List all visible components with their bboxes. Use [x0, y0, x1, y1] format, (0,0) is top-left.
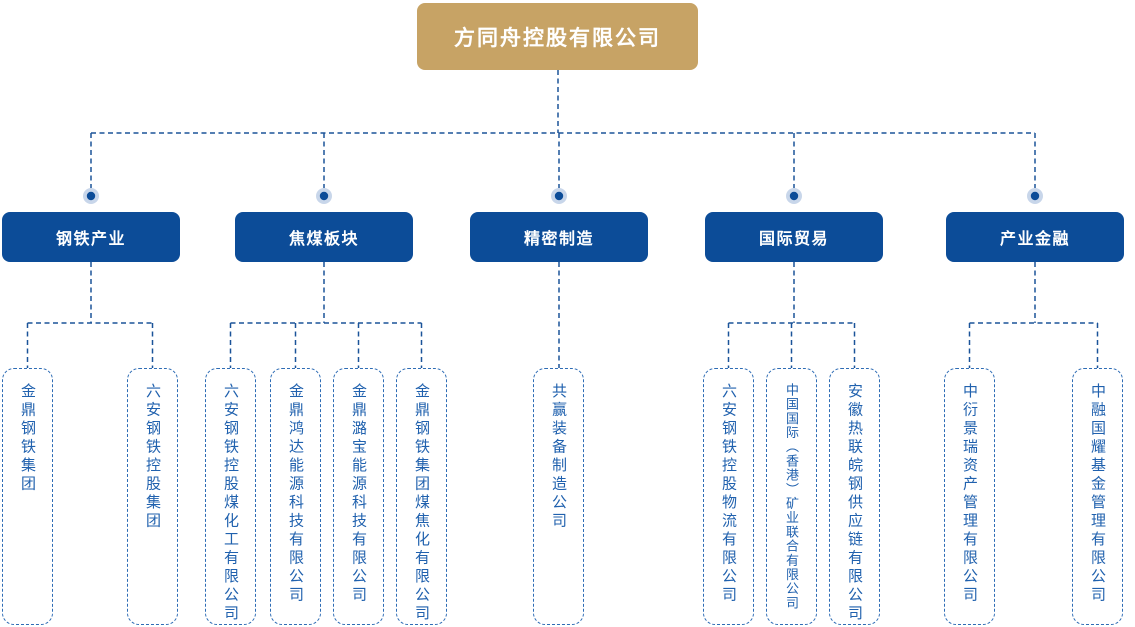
subsidiary-label: 金鼎钢铁集团 — [19, 383, 36, 494]
division-label: 国际贸易 — [758, 231, 829, 248]
division-label: 产业金融 — [999, 231, 1070, 248]
org-node-division-precision-manufacturing: 精密制造 — [470, 212, 648, 262]
subsidiary-label: 六安钢铁控股物流有限公司 — [720, 383, 737, 605]
steel-branch-line — [26, 262, 154, 368]
coking-coal-branch-line — [229, 262, 423, 368]
subsidiary-node: 中国国际（香港）矿业联合有限公司 — [766, 368, 817, 625]
subsidiary-label: 共赢装备制造公司 — [550, 383, 567, 531]
division-label: 焦煤板块 — [288, 231, 359, 248]
trade-branch-line — [727, 262, 856, 368]
subsidiary-label: 金鼎潞宝能源科技有限公司 — [350, 383, 367, 605]
subsidiary-label: 六安钢铁控股集团 — [144, 383, 161, 531]
division-label: 钢铁产业 — [55, 231, 126, 248]
subsidiary-node: 金鼎鸿达能源科技有限公司 — [270, 368, 321, 625]
subsidiary-node: 金鼎钢铁集团 — [2, 368, 53, 625]
subsidiary-node: 共赢装备制造公司 — [533, 368, 584, 625]
subsidiary-node: 金鼎潞宝能源科技有限公司 — [333, 368, 384, 625]
org-node-division-industrial-finance: 产业金融 — [946, 212, 1124, 262]
connector-dots — [83, 188, 1043, 204]
root-to-divisions-line — [90, 70, 1036, 188]
subsidiary-node: 中衍景瑞资产管理有限公司 — [944, 368, 995, 625]
subsidiary-label: 金鼎鸿达能源科技有限公司 — [287, 383, 304, 605]
finance-branch-line — [968, 262, 1099, 368]
org-node-division-steel: 钢铁产业 — [2, 212, 180, 262]
subsidiary-node: 安徽热联皖钢供应链有限公司 — [829, 368, 880, 625]
org-node-root: 方同舟控股有限公司 — [417, 3, 698, 70]
org-node-division-international-trade: 国际贸易 — [705, 212, 883, 262]
subsidiary-label: 中融国耀基金管理有限公司 — [1089, 383, 1106, 605]
subsidiary-label: 金鼎钢铁集团煤焦化有限公司 — [413, 383, 430, 624]
subsidiary-node: 六安钢铁控股煤化工有限公司 — [205, 368, 256, 625]
org-node-division-coking-coal: 焦煤板块 — [235, 212, 413, 262]
subsidiary-node: 中融国耀基金管理有限公司 — [1072, 368, 1123, 625]
subsidiary-node: 金鼎钢铁集团煤焦化有限公司 — [396, 368, 447, 625]
subsidiary-node: 六安钢铁控股物流有限公司 — [703, 368, 754, 625]
subsidiary-label: 中衍景瑞资产管理有限公司 — [961, 383, 978, 605]
org-node-root-label: 方同舟控股有限公司 — [454, 26, 661, 50]
subsidiary-node: 六安钢铁控股集团 — [127, 368, 178, 625]
subsidiary-label: 安徽热联皖钢供应链有限公司 — [846, 383, 863, 624]
division-label: 精密制造 — [523, 231, 594, 248]
subsidiary-label: 中国国际（香港）矿业联合有限公司 — [784, 383, 799, 611]
subsidiary-label: 六安钢铁控股煤化工有限公司 — [222, 383, 239, 624]
